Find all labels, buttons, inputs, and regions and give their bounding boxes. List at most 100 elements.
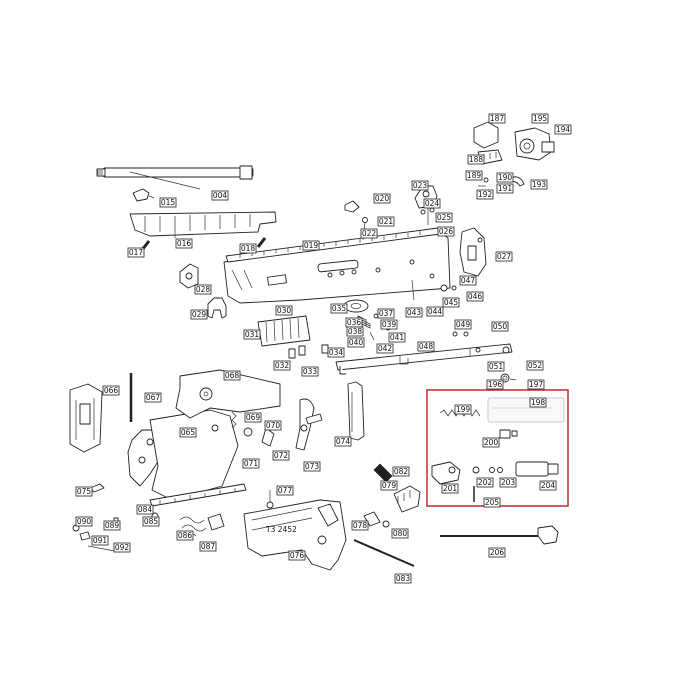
label-box (499, 477, 517, 488)
part-number-label-017: 017 (127, 247, 145, 258)
label-box (437, 226, 455, 237)
part-number-label-083: 083 (394, 573, 412, 584)
label-box (476, 477, 494, 488)
label-text: 075 (77, 487, 92, 496)
label-box (529, 397, 547, 408)
part-number-label-191: 191 (496, 183, 514, 194)
label-box (454, 319, 472, 330)
label-text: 050 (493, 322, 508, 331)
label-text: 051 (489, 362, 504, 371)
label-text: 083 (396, 574, 411, 583)
label-text: 091 (93, 536, 108, 545)
part-number-label-044: 044 (426, 306, 444, 317)
part-number-label-193: 193 (530, 179, 548, 190)
part-068-grip-housing (175, 369, 281, 419)
part-065-trigger-frame (127, 409, 239, 501)
part-number-label-018: 018 (239, 243, 257, 254)
label-box (242, 458, 260, 469)
part-number-label-025: 025 (435, 212, 453, 223)
part-number-label-021: 021 (377, 216, 395, 227)
part-200 (499, 429, 518, 439)
label-box (302, 240, 320, 251)
label-box (377, 216, 395, 227)
part-number-label-087: 087 (199, 541, 217, 552)
label-text: 092 (115, 543, 130, 552)
label-box (199, 541, 217, 552)
label-box (554, 124, 572, 135)
label-box (243, 329, 261, 340)
part-045-046-047 (429, 273, 457, 292)
part-number-label-085: 085 (142, 516, 160, 527)
label-text: 090 (77, 517, 92, 526)
part-number-label-078: 078 (351, 520, 369, 531)
part-number-label-075: 075 (75, 486, 93, 497)
label-box (351, 520, 369, 531)
part-number-label-027: 027 (495, 251, 513, 262)
label-text: 032 (275, 361, 290, 370)
label-text: 040 (349, 338, 364, 347)
label-box (459, 275, 477, 286)
label-box (303, 461, 321, 472)
label-box (276, 485, 294, 496)
label-box (360, 228, 378, 239)
label-text: 190 (498, 173, 513, 182)
label-box (380, 480, 398, 491)
part-078-080 (363, 511, 390, 528)
label-text: 199 (456, 405, 471, 414)
label-box (435, 212, 453, 223)
label-box (334, 436, 352, 447)
part-029 (207, 297, 227, 319)
label-text: 074 (336, 437, 351, 446)
part-018 (256, 237, 267, 248)
part-number-label-015: 015 (159, 197, 177, 208)
label-box (476, 189, 494, 200)
part-barrel (96, 165, 254, 190)
label-box (179, 427, 197, 438)
part-number-label-019: 019 (302, 240, 320, 251)
label-text: 071 (244, 459, 259, 468)
label-text: 089 (105, 521, 120, 530)
label-box (176, 530, 194, 541)
part-number-label-033: 033 (301, 366, 319, 377)
label-text: 019 (304, 241, 319, 250)
part-number-label-040: 040 (347, 337, 365, 348)
part-073-trigger (295, 398, 323, 451)
label-text: 068 (225, 371, 240, 380)
part-number-label-086: 086 (176, 530, 194, 541)
label-text: 028 (196, 285, 211, 294)
label-box (273, 360, 291, 371)
label-text: 045 (444, 298, 459, 307)
label-text: 082 (394, 467, 409, 476)
part-number-label-206: 206 (488, 547, 506, 558)
part-number-label-068: 068 (223, 370, 241, 381)
label-box (487, 361, 505, 372)
label-box (391, 528, 409, 539)
label-box (75, 486, 93, 497)
label-text: 026 (439, 227, 454, 236)
label-text: 049 (456, 320, 471, 329)
label-box (466, 291, 484, 302)
part-number-label-090: 090 (75, 516, 93, 527)
part-number-label-022: 022 (360, 228, 378, 239)
part-number-label-065: 065 (179, 427, 197, 438)
label-text: 029 (192, 310, 207, 319)
label-box (380, 319, 398, 330)
label-text: 070 (266, 421, 281, 430)
label-text: 076 (290, 551, 305, 560)
label-box (264, 420, 282, 431)
part-number-label-077: 077 (276, 485, 294, 496)
label-box (405, 307, 423, 318)
label-text: 188 (469, 155, 484, 164)
label-text: 039 (382, 320, 397, 329)
label-text: 077 (278, 486, 293, 495)
label-box (301, 366, 319, 377)
part-number-label-046: 046 (466, 291, 484, 302)
label-text: 198 (531, 398, 546, 407)
label-box (244, 412, 262, 423)
label-box (346, 326, 364, 337)
label-box (423, 198, 441, 209)
label-text: 017 (129, 248, 144, 257)
part-number-label-069: 069 (244, 412, 262, 423)
part-number-label-016: 016 (175, 238, 193, 249)
